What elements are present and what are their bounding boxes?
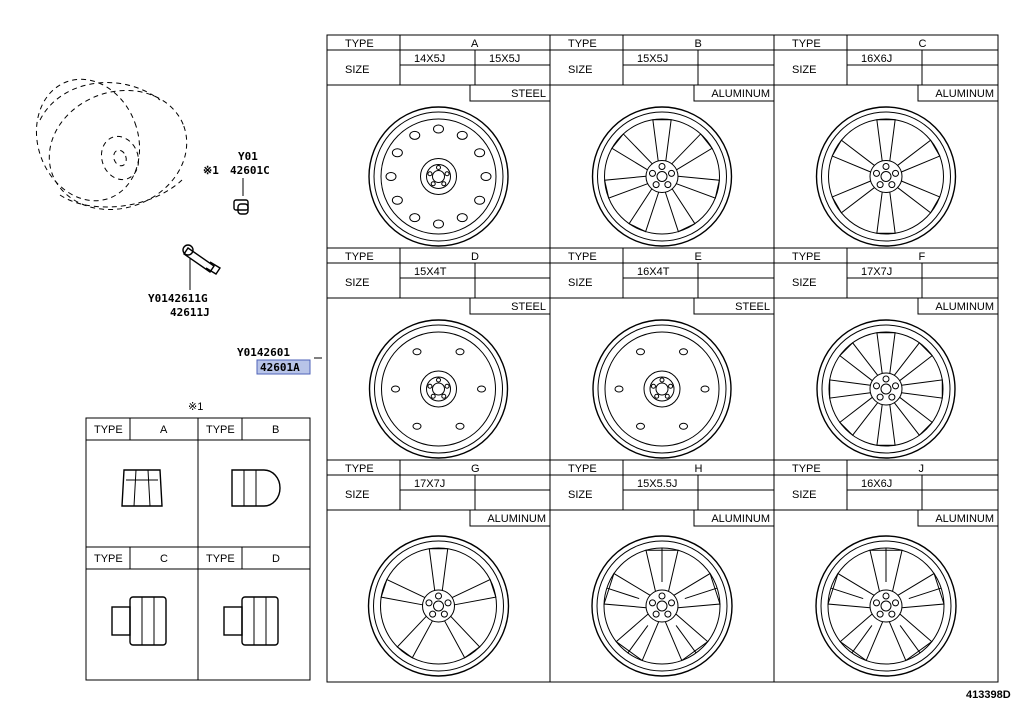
wheel-cell-g[interactable]: TYPE G SIZE 17X7J ALUMINUM (327, 460, 550, 677)
size-value: 17X7J (861, 266, 892, 278)
material-label: ALUMINUM (935, 88, 994, 100)
wheel-y-code: Y0142601 (237, 346, 290, 359)
wheel-drawing (815, 535, 957, 677)
nut-cell-d[interactable]: TYPE D (206, 553, 280, 646)
valve-stem-icon (182, 244, 221, 275)
type-value: B (695, 38, 702, 50)
size-label: SIZE (792, 64, 816, 76)
type-value: C (919, 38, 927, 50)
type-value: H (695, 463, 703, 475)
nut-callout: Y01 ※1 42601C (203, 150, 270, 215)
size-value: 15X5.5J (637, 478, 677, 490)
type-label: TYPE (792, 251, 821, 263)
type-value: E (695, 251, 702, 263)
size-value: 17X7J (414, 478, 445, 490)
wheel-drawing (816, 319, 956, 459)
nut-cell-c[interactable]: TYPE C (94, 553, 168, 646)
type-label: TYPE (345, 38, 374, 50)
size-value: 16X6J (861, 53, 892, 65)
valve-y-code: Y0142611G (148, 292, 208, 305)
size-value: 16X6J (861, 478, 892, 490)
size-value: 15X4T (414, 266, 447, 278)
type-value: D (471, 251, 479, 263)
wheel-drawing (591, 535, 733, 677)
wheel-cell-c[interactable]: TYPE C SIZE 16X6J ALUMINUM (774, 35, 998, 247)
type-value: D (272, 553, 280, 565)
material-label: STEEL (735, 301, 770, 313)
diagram-id: 413398D (966, 689, 1011, 701)
type-value: A (160, 424, 168, 436)
nut-table-ref: ※1 (188, 401, 203, 413)
type-value: C (160, 553, 168, 565)
type-label: TYPE (206, 553, 235, 565)
wheel-cell-f[interactable]: TYPE F SIZE 17X7J ALUMINUM (774, 248, 998, 459)
material-label: STEEL (511, 88, 546, 100)
wheel-cell-b[interactable]: TYPE B SIZE 15X5J ALUMINUM (550, 35, 774, 247)
wheel-drawing (368, 319, 509, 459)
size-label: SIZE (345, 64, 369, 76)
material-label: ALUMINUM (935, 301, 994, 313)
lug-nut-icon (233, 199, 249, 215)
lug-nut-icon (121, 469, 163, 507)
size-label: SIZE (345, 277, 369, 289)
type-label: TYPE (94, 424, 123, 436)
valve-callout: Y0142611G 42611J (148, 244, 221, 319)
nut-part-number: 42601C (230, 164, 270, 177)
wheel-part-number[interactable]: 42601A (260, 361, 300, 374)
type-label: TYPE (792, 463, 821, 475)
size-value: 14X5J (414, 53, 445, 65)
type-label: TYPE (94, 553, 123, 565)
size-value: 15X5J (637, 53, 668, 65)
nut-table: ※1 TYPE A TYPE B TYPE C TYPE D (85, 401, 311, 681)
wheel-drawing (815, 106, 957, 247)
wheel-cell-h[interactable]: TYPE H SIZE 15X5.5J ALUMINUM (550, 460, 774, 677)
size-label: SIZE (568, 64, 592, 76)
type-value: B (272, 424, 279, 436)
type-value: F (919, 251, 926, 263)
type-label: TYPE (345, 251, 374, 263)
tire-illustration (35, 78, 188, 211)
nut-y-code: Y01 (238, 150, 258, 163)
material-label: ALUMINUM (487, 513, 546, 525)
size-label: SIZE (568, 277, 592, 289)
type-value: A (471, 38, 479, 50)
wheel-drawing (367, 535, 510, 677)
type-label: TYPE (568, 463, 597, 475)
valve-part-number: 42611J (170, 306, 210, 319)
type-value: G (471, 463, 480, 475)
material-label: ALUMINUM (935, 513, 994, 525)
size-value: 16X4T (637, 266, 670, 278)
type-value: J (919, 463, 925, 475)
lug-nut-icon (223, 596, 279, 646)
lug-nut-icon (111, 596, 167, 646)
size-value: 15X5J (489, 53, 520, 65)
wheel-drawing (591, 106, 733, 247)
material-label: STEEL (511, 301, 546, 313)
wheel-cell-d[interactable]: TYPE D SIZE 15X4T STEEL (327, 248, 550, 459)
highlight-box (256, 359, 311, 375)
lug-nut-icon (231, 469, 281, 507)
wheel-grid: TYPE A SIZE 14X5J 15X5J STEEL TYPE B SIZE 15X5J AL… (326, 34, 999, 683)
material-label: ALUMINUM (711, 513, 770, 525)
type-label: TYPE (568, 251, 597, 263)
size-label: SIZE (568, 489, 592, 501)
wheel-cell-j[interactable]: TYPE J SIZE 16X6J ALUMINUM (774, 460, 998, 677)
size-label: SIZE (345, 489, 369, 501)
nut-cell-b[interactable]: TYPE B (206, 424, 281, 507)
wheel-cell-e[interactable]: TYPE E SIZE 16X4T STEEL (550, 248, 774, 459)
nut-cell-a[interactable]: TYPE A (94, 424, 168, 507)
size-label: SIZE (792, 277, 816, 289)
nut-callout-ref: ※1 (203, 164, 219, 177)
type-label: TYPE (792, 38, 821, 50)
material-label: ALUMINUM (711, 88, 770, 100)
wheel-callout: Y0142601 42601A (237, 346, 322, 375)
type-label: TYPE (345, 463, 374, 475)
wheel-drawing (368, 106, 509, 247)
size-label: SIZE (792, 489, 816, 501)
type-label: TYPE (568, 38, 597, 50)
type-label: TYPE (206, 424, 235, 436)
wheel-cell-a[interactable]: TYPE A SIZE 14X5J 15X5J STEEL (327, 35, 550, 247)
wheel-drawing (592, 319, 732, 459)
